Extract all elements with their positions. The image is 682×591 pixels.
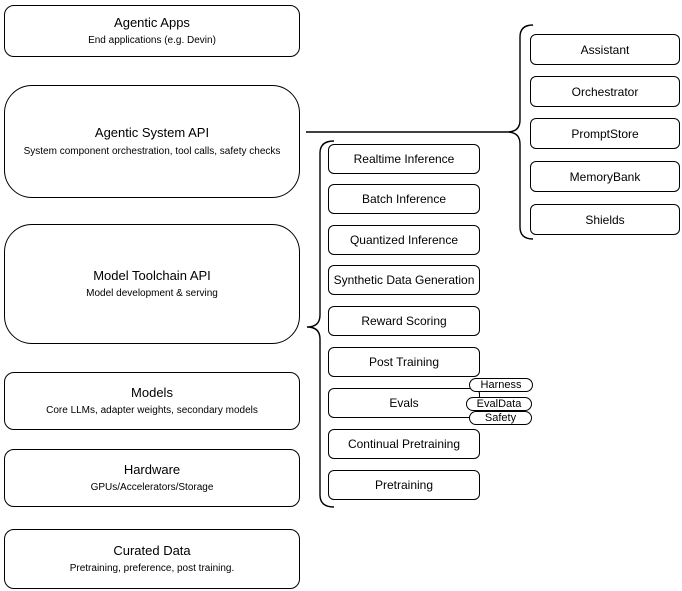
component-label: Shields [585,212,625,227]
component-shields: Shields [530,204,680,235]
eval-tag-label: EvalData [476,397,522,410]
box-title: Models [131,384,173,400]
box-subtitle: System component orchestration, tool cal… [23,145,281,157]
box-title: Agentic Apps [114,14,190,30]
component-label: MemoryBank [569,169,641,184]
component-label: Assistant [580,42,630,57]
eval-tag-safety: Safety [469,411,532,425]
box-subtitle: End applications (e.g. Devin) [88,35,216,47]
toolchain-item-realtime-inference: Realtime Inference [328,144,480,174]
box-title: Curated Data [113,542,191,558]
toolchain-item-evals: Evals [328,388,480,418]
toolchain-item-post-training: Post Training [328,347,480,377]
toolchain-item-label: Reward Scoring [361,314,447,328]
box-title: Model Toolchain API [93,267,211,283]
box-curated-data: Curated Data Pretraining, preference, po… [4,529,300,589]
box-model-toolchain-api: Model Toolchain API Model development & … [4,224,300,344]
component-memorybank: MemoryBank [530,161,680,192]
box-title: Hardware [123,461,181,477]
toolchain-item-quantized-inference: Quantized Inference [328,225,480,255]
component-promptstore: PromptStore [530,118,680,149]
component-assistant: Assistant [530,34,680,65]
box-models: Models Core LLMs, adapter weights, secon… [4,372,300,430]
box-agentic-apps: Agentic Apps End applications (e.g. Devi… [4,5,300,57]
toolchain-item-reward-scoring: Reward Scoring [328,306,480,336]
component-orchestrator: Orchestrator [530,76,680,107]
toolchain-item-label: Batch Inference [361,192,447,206]
box-subtitle: Pretraining, preference, post training. [69,563,235,575]
box-hardware: Hardware GPUs/Accelerators/Storage [4,449,300,507]
toolchain-item-label: Realtime Inference [353,152,455,166]
toolchain-item-label: Pretraining [374,478,434,492]
eval-tag-label: Safety [484,411,517,424]
eval-tag-harness: Harness [469,378,533,392]
component-label: PromptStore [571,126,639,141]
component-label: Orchestrator [571,84,639,99]
toolchain-item-label: Continual Pretraining [347,437,461,451]
box-subtitle: Core LLMs, adapter weights, secondary mo… [46,405,258,417]
toolchain-item-pretraining: Pretraining [328,470,480,500]
box-title: Agentic System API [94,125,210,141]
toolchain-item-label: Evals [389,396,419,410]
box-subtitle: GPUs/Accelerators/Storage [90,482,214,494]
toolchain-item-batch-inference: Batch Inference [328,184,480,214]
eval-tag-evaldata: EvalData [466,397,532,411]
box-agentic-system-api: Agentic System API System component orch… [4,85,300,198]
toolchain-item-label: Quantized Inference [349,233,459,247]
box-subtitle: Model development & serving [86,288,218,300]
toolchain-item-synthetic-data-generation: Synthetic Data Generation [328,265,480,295]
eval-tag-label: Harness [480,378,522,391]
toolchain-item-label: Post Training [368,355,440,369]
toolchain-item-label: Synthetic Data Generation [333,273,475,287]
toolchain-item-continual-pretraining: Continual Pretraining [328,429,480,459]
